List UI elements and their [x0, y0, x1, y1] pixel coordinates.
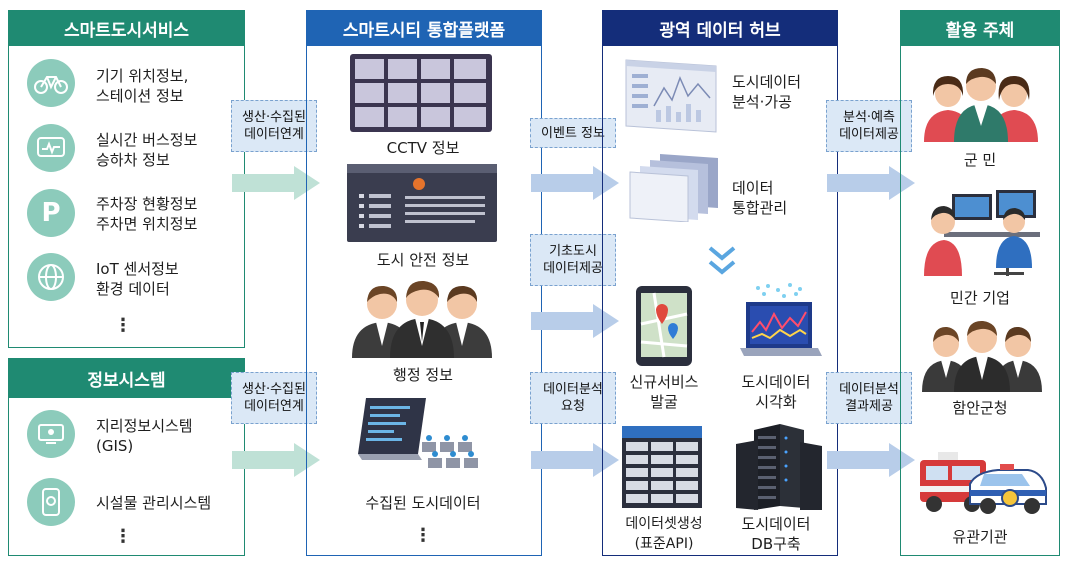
service-parking-text: 주차장 현황정보 주차면 위치정보 [96, 195, 198, 233]
parking-icon: P [27, 189, 75, 237]
arrow-event [531, 166, 619, 200]
hub-analysis-text: 도시데이터 분석·가공 [732, 73, 802, 111]
visualization-icon [738, 282, 824, 368]
platform-collected-text: 수집된 도시데이터 [365, 494, 481, 512]
users-county-text: 함안군청 [952, 399, 1008, 417]
users-agencies-text: 유관기관 [952, 528, 1008, 546]
flow-label-basic: 기초도시 데이터제공 [530, 234, 616, 286]
db-server-icon [734, 422, 824, 512]
flow-label-services: 생산·수집된 데이터연계 [231, 100, 317, 152]
flow-label-predict: 분석·예측 데이터제공 [826, 100, 912, 152]
hub-visualization-text: 도시데이터 시각화 [741, 373, 811, 411]
arrow-services-to-platform [232, 166, 320, 200]
flow-label-request: 데이터분석 요청 [530, 372, 616, 424]
dataset-table-icon [620, 424, 704, 510]
hub-new-service-text: 신규서비스 발굴 [629, 373, 699, 411]
chevron-down-icon [708, 246, 736, 275]
private-company-icon [922, 186, 1042, 276]
gis-icon [27, 410, 75, 458]
arrow-systems-to-platform [232, 443, 320, 477]
services-more: ⋮ [114, 315, 132, 336]
systems-more: ⋮ [114, 526, 132, 547]
flow-label-systems: 생산·수집된 데이터연계 [231, 372, 317, 424]
citizens-icon [924, 62, 1038, 142]
hub-dataset-text: 데이터셋생성 (표준API) [625, 516, 703, 552]
cctv-wall-icon [350, 54, 492, 132]
hub-db-text: 도시데이터 DB구축 [741, 515, 811, 553]
info-systems-title: 정보시스템 [8, 358, 245, 398]
platform-cctv-text: CCTV 정보 [386, 139, 460, 157]
arrow-basic [531, 304, 619, 338]
users-company-text: 민간 기업 [950, 289, 1010, 307]
analysis-chart-icon [620, 56, 720, 136]
users-title: 활용 주체 [900, 10, 1060, 46]
bicycle-icon [27, 59, 75, 107]
service-bus-text: 실시간 버스정보 승하차 정보 [96, 131, 198, 169]
platform-safety-text: 도시 안전 정보 [376, 251, 470, 269]
safety-dashboard-icon [347, 164, 497, 242]
smart-city-services-title: 스마트도시서비스 [8, 10, 245, 46]
platform-more: ⋮ [414, 525, 432, 546]
users-citizens-text: 군 민 [963, 151, 997, 169]
globe-icon [27, 253, 75, 301]
folders-icon [626, 152, 722, 222]
platform-admin-text: 행정 정보 [393, 366, 453, 384]
collected-data-icon [356, 398, 486, 480]
flow-label-event: 이벤트 정보 [530, 118, 616, 148]
tablet-map-icon [634, 284, 694, 368]
platform-title: 스마트시티 통합플랫폼 [306, 10, 542, 46]
admin-staff-icon [352, 276, 492, 358]
system-facility-text: 시설물 관리시스템 [96, 494, 212, 512]
arrow-request [531, 443, 619, 477]
hub-title: 광역 데이터 허브 [602, 10, 838, 46]
hub-integration-text: 데이터 통합관리 [732, 179, 788, 217]
county-office-icon [922, 316, 1042, 392]
arrow-predict [827, 166, 915, 200]
bus-icon [27, 124, 75, 172]
emergency-vehicles-icon [918, 446, 1050, 518]
flow-label-result: 데이터분석 결과제공 [826, 372, 912, 424]
service-bicycle-text: 기기 위치정보, 스테이션 정보 [96, 67, 189, 105]
arrow-result [827, 443, 915, 477]
facility-icon [27, 478, 75, 526]
system-gis-text: 지리정보시스템 (GIS) [96, 417, 193, 455]
service-iot-text: IoT 센서정보 환경 데이터 [96, 260, 179, 298]
